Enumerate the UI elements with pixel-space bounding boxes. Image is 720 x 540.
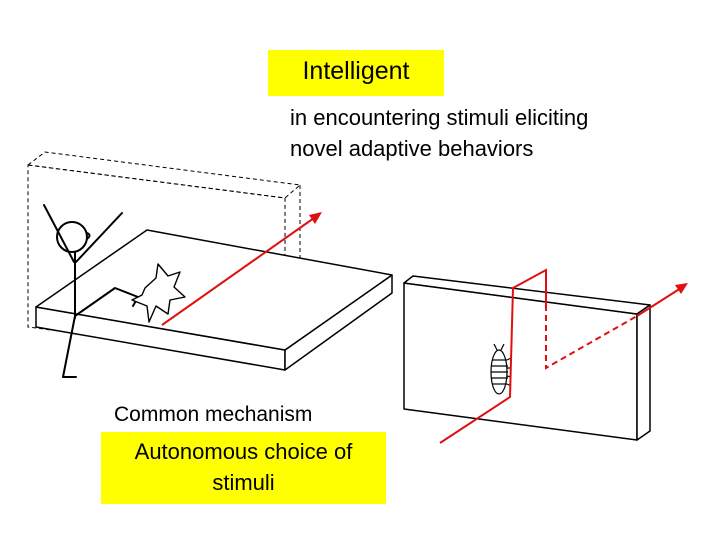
right-path-solid: [439, 268, 547, 444]
mechanism-text: Autonomous choice of stimuli: [101, 436, 386, 498]
left-path-arrow: [161, 212, 322, 326]
right-path-arrow: [636, 283, 688, 317]
pill-bug-icon: [490, 343, 512, 395]
stimulus-burst-icon: [131, 263, 186, 323]
mechanism-line-1: Autonomous choice of: [134, 439, 353, 464]
title-label: Intelligent: [302, 57, 410, 85]
right-wall-box: [403, 275, 651, 441]
description-text: in encountering stimuli eliciting novel …: [290, 102, 588, 164]
description-line-2: novel adaptive behaviors: [290, 136, 534, 161]
description-line-1: in encountering stimuli eliciting: [290, 105, 589, 130]
stick-figure: [43, 204, 139, 378]
right-path-dashed: [545, 305, 638, 370]
mechanism-highlight: [101, 432, 386, 504]
title-highlight: [268, 50, 444, 96]
table-platform: [35, 229, 393, 371]
mechanism-line-2: stimuli: [212, 470, 275, 495]
mechanism-heading: Common mechanism: [114, 403, 313, 426]
